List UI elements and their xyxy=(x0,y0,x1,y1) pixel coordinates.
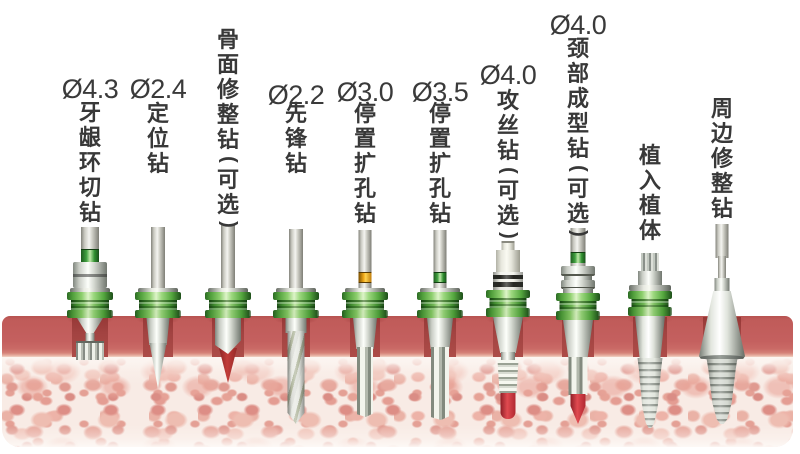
tool-name-label: 攻丝钻(可选) xyxy=(496,88,520,239)
tool-name-label: 牙龈环切钻 xyxy=(78,100,101,225)
tissue-panel xyxy=(2,316,793,447)
tool-name-label: 颈部成型钻(可选) xyxy=(566,36,590,237)
tool-name-label: 先锋钻 xyxy=(284,101,307,176)
bone-fade-overlay xyxy=(2,357,793,447)
tool-name-label: 停置扩孔钻 xyxy=(353,101,376,226)
tool-name-label: 周边修整钻 xyxy=(710,96,733,221)
tool-diameter-label: Ø4.0 xyxy=(549,10,607,40)
tool-diameter-label: Ø4.0 xyxy=(479,60,537,90)
gum-layer xyxy=(2,316,793,357)
tool-name-label: 植入植体 xyxy=(638,143,661,243)
tool-diameter-label: Ø3.5 xyxy=(411,77,469,107)
tool-name-label: 定位钻 xyxy=(146,101,169,176)
tool-diameter-label: Ø3.0 xyxy=(336,77,394,107)
tool-name-label: 骨面修整钻(可选) xyxy=(216,27,240,228)
tool-diameter-label: Ø2.2 xyxy=(267,80,325,110)
tool-name-label: 停置扩孔钻 xyxy=(428,101,451,226)
tool-diameter-label: Ø4.3 xyxy=(61,74,119,104)
tool-diameter-label: Ø2.4 xyxy=(129,74,187,104)
